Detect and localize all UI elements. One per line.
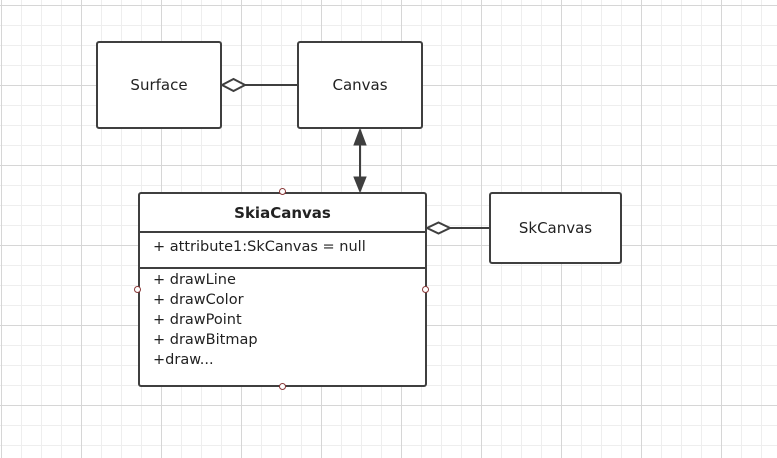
connection-handle-right[interactable] [422,286,429,293]
node-skcanvas-label: SkCanvas [518,219,593,237]
class-name: SkiaCanvas [140,194,425,233]
aggregation-diamond-surface [219,77,248,93]
node-canvas-label: Canvas [332,76,388,94]
aggregation-diamond-skiacanvas [424,221,453,235]
node-surface-label: Surface [130,76,188,94]
class-method: + drawColor [153,292,244,308]
connection-handle-bottom[interactable] [279,383,286,390]
class-method: + drawLine [153,272,236,288]
class-attributes: + attribute1:SkCanvas = null [140,233,425,269]
connection-handle-left[interactable] [134,286,141,293]
arrowhead-up-icon [353,127,367,146]
node-canvas[interactable]: Canvas [297,41,423,129]
class-method: +draw... [153,352,214,368]
node-surface[interactable]: Surface [96,41,222,129]
class-method: + drawBitmap [153,332,258,348]
connection-handle-top[interactable] [279,188,286,195]
class-attribute: + attribute1:SkCanvas = null [153,239,366,255]
arrowhead-down-icon [353,176,367,194]
class-skiacanvas[interactable]: SkiaCanvas + attribute1:SkCanvas = null … [138,192,427,387]
class-method: + drawPoint [153,312,242,328]
class-methods: + drawLine + drawColor + drawPoint + dra… [140,269,425,370]
node-skcanvas[interactable]: SkCanvas [489,192,622,264]
